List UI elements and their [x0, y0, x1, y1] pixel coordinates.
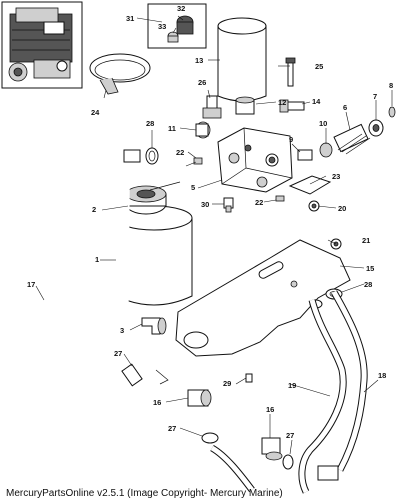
filter-canister-13 — [217, 17, 267, 102]
callout-label: 3 — [120, 326, 124, 335]
hose-end-lower-right — [317, 465, 339, 481]
cap-12 — [235, 96, 255, 115]
callout-label: 2 — [92, 205, 96, 214]
fitting-3 — [141, 317, 167, 335]
hose-18 — [330, 290, 368, 472]
callout-label: 28 — [364, 280, 372, 289]
bolt-25 — [285, 57, 296, 87]
callout-label: 15 — [366, 264, 374, 273]
fitting-14 — [279, 99, 305, 113]
hose-lower-left — [210, 444, 255, 493]
callout-label: 6 — [343, 103, 347, 112]
leader-lines — [35, 15, 393, 455]
callout-label: 1 — [95, 255, 99, 264]
mounting-bracket-15 — [175, 239, 351, 357]
plug-11 — [195, 121, 211, 139]
copyright-footer: MercuryPartsOnline v2.5.1 (Image Copyrig… — [6, 488, 283, 499]
fastener-20 — [308, 200, 320, 212]
callout-label: 31 — [126, 14, 134, 23]
callout-label: 27 — [114, 349, 122, 358]
callout-label: 28 — [146, 119, 154, 128]
oring-28-top — [145, 147, 159, 165]
callout-label: 29 — [223, 379, 231, 388]
callout-label: 10 — [319, 119, 327, 128]
fastener-22-right — [275, 195, 285, 202]
fitting-16-left — [187, 389, 212, 407]
callout-label: 21 — [362, 236, 370, 245]
bracket-23 — [288, 175, 332, 195]
callout-label: 5 — [191, 183, 195, 192]
callout-labels: 1 2 3 5 6 7 8 9 10 11 12 13 14 15 16 16 … — [27, 4, 393, 440]
callout-label: 16 — [266, 405, 274, 414]
fitting-16-right — [261, 437, 283, 461]
hose-end-27-upper — [121, 363, 169, 387]
callout-label: 22 — [176, 148, 184, 157]
callout-label: 7 — [373, 92, 377, 101]
parts-kit-box — [147, 3, 207, 49]
callout-label: 14 — [312, 97, 321, 106]
callout-label: 19 — [288, 381, 296, 390]
callout-label: 22 — [255, 198, 263, 207]
callout-label: 20 — [338, 204, 346, 213]
callout-label: 23 — [332, 172, 340, 181]
fastener-29 — [245, 373, 253, 383]
callout-label: 17 — [27, 280, 35, 289]
callout-label: 8 — [389, 81, 393, 90]
callout-label: 26 — [198, 78, 206, 87]
callout-label: 11 — [168, 124, 176, 133]
callout-label: 25 — [315, 62, 323, 71]
callout-label: 27 — [286, 431, 294, 440]
hose-17 — [8, 149, 141, 411]
valve-assembly — [297, 106, 396, 161]
callout-label: 13 — [195, 56, 203, 65]
oring-27-right — [282, 454, 294, 470]
callout-label: 33 — [158, 22, 166, 31]
engine-inset — [1, 1, 83, 89]
callout-label: 9 — [289, 135, 293, 144]
oring-27-mid — [201, 432, 219, 444]
callout-label: 32 — [177, 4, 185, 13]
filter-head-5 — [217, 127, 293, 193]
callout-label: 18 — [378, 371, 386, 380]
callout-label: 16 — [153, 398, 161, 407]
fastener-30 — [223, 197, 234, 213]
fitting-26 — [202, 95, 222, 119]
callout-label: 24 — [91, 108, 100, 117]
callout-label: 12 — [278, 98, 286, 107]
fastener-22-left — [193, 157, 203, 165]
callout-label: 30 — [201, 200, 209, 209]
hose-clamp-24 — [89, 53, 151, 95]
callout-label: 27 — [168, 424, 176, 433]
hose-19 — [298, 299, 347, 494]
